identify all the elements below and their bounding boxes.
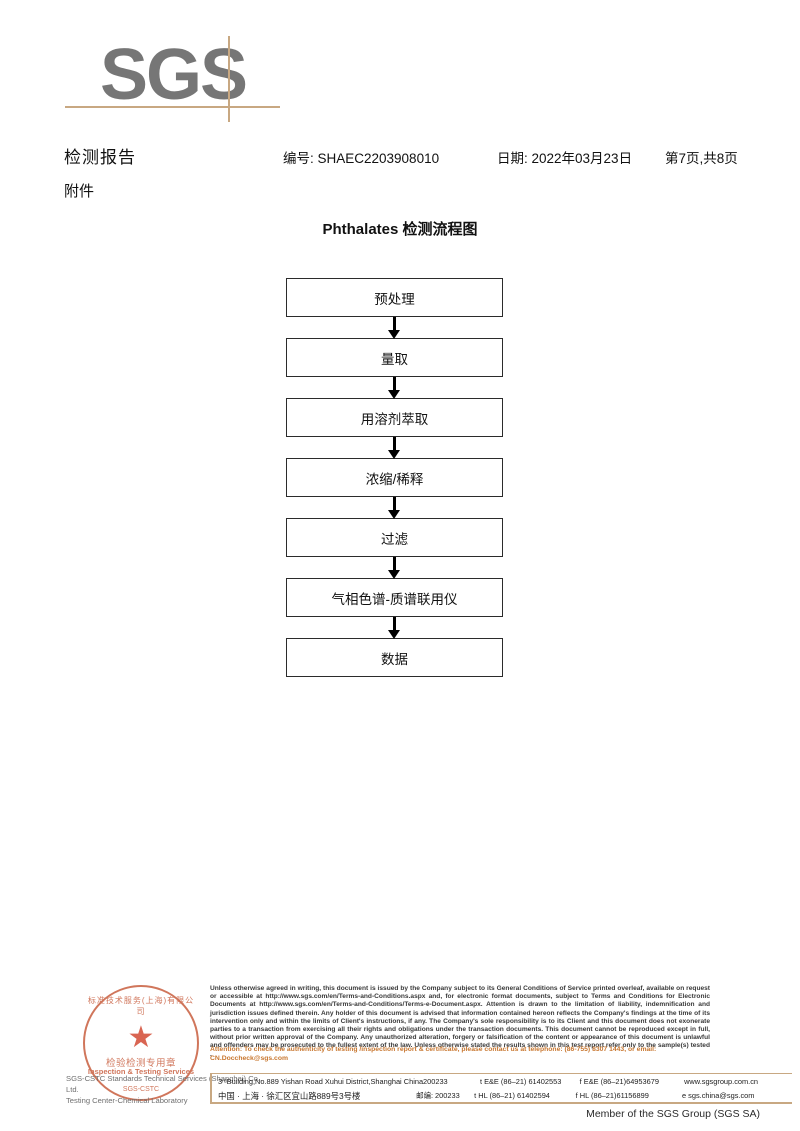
logo-wordmark: SGS <box>100 35 248 115</box>
attention-notice: Attention: To check the authenticity of … <box>210 1046 657 1062</box>
telephone-ee: t E&E (86–21) 61402553 <box>479 1077 562 1086</box>
laboratory-name: SGS-CSTC Standards Technical Services (S… <box>66 1073 266 1106</box>
arrow-shaft <box>393 317 396 332</box>
flow-arrow-6 <box>286 617 503 639</box>
flow-arrow-1 <box>286 317 503 339</box>
flow-step-4: 浓缩/稀释 <box>286 458 503 497</box>
legal-terms: Unless otherwise agreed in writing, this… <box>210 985 710 1058</box>
flow-arrow-2 <box>286 377 503 399</box>
laboratory-name-line2: Testing Center-Chemical Laboratory <box>66 1096 188 1105</box>
contact-block: 3ʳᵈBuilding,No.889 Yishan Road Xuhui Dis… <box>218 1075 798 1103</box>
flow-arrow-3 <box>286 437 503 459</box>
postcode-english: 200233 <box>423 1077 448 1086</box>
page-title: 检测报告 <box>64 148 136 167</box>
flow-step-2: 量取 <box>286 338 503 377</box>
address-chinese: 中国 · 上海 · 徐汇区宜山路889号3号楼 <box>218 1091 361 1101</box>
footer-rule-top <box>210 1073 792 1074</box>
telephone-hl: t HL (86–21) 61402594 <box>474 1091 550 1100</box>
postcode-chinese: 邮编: 200233 <box>416 1091 460 1100</box>
fax-ee: f E&E (86–21)64953679 <box>579 1077 659 1086</box>
arrow-shaft <box>393 377 396 392</box>
arrow-head-icon <box>388 510 400 519</box>
arrow-shaft <box>393 497 396 512</box>
footer-rule-vertical <box>210 1073 212 1103</box>
group-membership-note: Member of the SGS Group (SGS SA) <box>586 1108 760 1120</box>
arrow-shaft <box>393 617 396 632</box>
arrow-head-icon <box>388 390 400 399</box>
flowchart: 预处理 量取 用溶剂萃取 浓缩/稀释 过滤 气相色谱-质谱联用仪 <box>286 278 503 677</box>
flow-step-6: 气相色谱-质谱联用仪 <box>286 578 503 617</box>
email-address[interactable]: e sgs.china@sgs.com <box>682 1091 755 1100</box>
contact-row-cn: 中国 · 上海 · 徐汇区宜山路889号3号楼 邮编: 200233 t HL … <box>218 1089 798 1103</box>
logo-horizontal-rule <box>65 106 280 108</box>
arrow-shaft <box>393 557 396 572</box>
seal-arc-top-text: 标准技术服务(上海)有限公司 <box>87 996 195 1016</box>
arrow-head-icon <box>388 450 400 459</box>
arrow-head-icon <box>388 630 400 639</box>
laboratory-name-line1: SGS-CSTC Standards Technical Services (S… <box>66 1074 263 1094</box>
report-number: 编号: SHAEC2203908010 <box>283 151 440 166</box>
footer-rule-bottom <box>210 1102 792 1104</box>
star-icon: ★ <box>127 1021 155 1054</box>
sgs-logo: SGS <box>65 35 280 122</box>
flow-arrow-5 <box>286 557 503 579</box>
flow-step-1: 预处理 <box>286 278 503 317</box>
attachment-label: 附件 <box>64 183 95 200</box>
flow-step-7: 数据 <box>286 638 503 677</box>
contact-row-en: 3ʳᵈBuilding,No.889 Yishan Road Xuhui Dis… <box>218 1075 798 1089</box>
arrow-head-icon <box>388 330 400 339</box>
company-seal-stamp: 标准技术服务(上海)有限公司 ★ 检验检测专用章 Inspection & Te… <box>83 985 199 1101</box>
flow-step-3: 用溶剂萃取 <box>286 398 503 437</box>
seal-arc-bottom-text: SGS-CSTC <box>122 1086 160 1093</box>
seal-english-text: Inspection & Testing Services <box>87 1067 195 1076</box>
flow-arrow-4 <box>286 497 503 519</box>
arrow-shaft <box>393 437 396 452</box>
seal-chinese-text: 检验检测专用章 <box>105 1058 176 1069</box>
logo-vertical-rule <box>228 36 230 122</box>
report-date: 日期: 2022年03月23日 <box>497 151 633 166</box>
page-indicator: 第7页,共8页 <box>665 151 738 166</box>
website[interactable]: www.sgsgroup.com.cn <box>684 1077 759 1086</box>
arrow-head-icon <box>388 570 400 579</box>
fax-hl: f HL (86–21)61156899 <box>575 1091 649 1100</box>
flow-step-5: 过滤 <box>286 518 503 557</box>
address-english: 3ʳᵈBuilding,No.889 Yishan Road Xuhui Dis… <box>218 1077 424 1086</box>
flowchart-title: Phthalates 检测流程图 <box>322 221 478 238</box>
